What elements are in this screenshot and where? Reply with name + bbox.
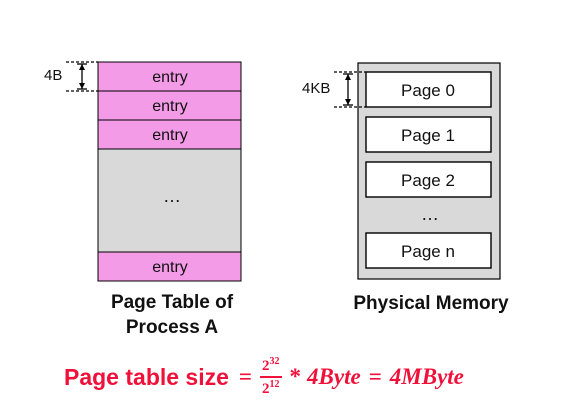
formula-factor: 4Byte (307, 364, 361, 389)
page-table-caption-line2: Process A (126, 317, 219, 338)
page-frame-2-label: Page 2 (401, 171, 455, 190)
formula-equals-2: = (368, 364, 382, 389)
memory-dim-arrow-down (345, 99, 351, 105)
page-table-caption-line1: Page Table of (111, 292, 234, 313)
page-table-dim-arrow-up (79, 64, 85, 70)
page-frame-n (365, 232, 492, 269)
memory-size-label: 4KB (302, 80, 330, 97)
page-table-ellipsis: … (163, 186, 181, 206)
physical-memory-caption: Physical Memory (353, 293, 509, 314)
formula-numerator: 232 (260, 357, 282, 376)
page-table-entry-last (97, 251, 242, 282)
page-table: entry entry entry … entry 4B Page Table … (44, 61, 242, 338)
page-frame-0-label: Page 0 (401, 81, 455, 100)
formula-lead: Page table size (64, 363, 229, 390)
page-table-entry-label-last: entry (152, 259, 188, 276)
page-table-size-label: 4B (44, 67, 62, 84)
page-frame-n-label: Page n (401, 242, 455, 261)
formula-equals: = (238, 364, 253, 389)
page-table-entry-label-1: entry (152, 69, 188, 86)
formula-result: 4MByte (389, 364, 464, 389)
formula-num-exp: 32 (269, 356, 280, 367)
physical-memory-ellipsis: … (421, 204, 439, 224)
memory-dim-arrow-up (345, 74, 351, 80)
formula-fraction: 232 212 (260, 357, 282, 397)
formula-num-base: 2 (262, 358, 270, 374)
page-table-entry-1 (97, 61, 242, 92)
page-frame-1-label: Page 1 (401, 126, 455, 145)
page-table-size-formula: Page table size = 232 212 * 4Byte = 4MBy… (64, 348, 464, 406)
page-table-dim-arrow-down (79, 83, 85, 89)
formula-times: * (289, 364, 302, 389)
formula-den-exp: 12 (269, 379, 280, 390)
formula-den-base: 2 (262, 381, 270, 397)
page-table-entry-label-3: entry (152, 127, 188, 144)
page-table-entry-label-2: entry (152, 98, 188, 115)
page-frame-1 (365, 116, 492, 153)
page-table-entry-3 (97, 119, 242, 150)
formula-denominator: 212 (260, 376, 282, 397)
page-table-gap (97, 148, 242, 253)
page-table-entry-2 (97, 90, 242, 121)
page-frame-2 (365, 161, 492, 198)
page-frame-0 (365, 71, 492, 108)
physical-memory: Page 0 Page 1 Page 2 … Page n 4KB Physic… (302, 62, 509, 314)
